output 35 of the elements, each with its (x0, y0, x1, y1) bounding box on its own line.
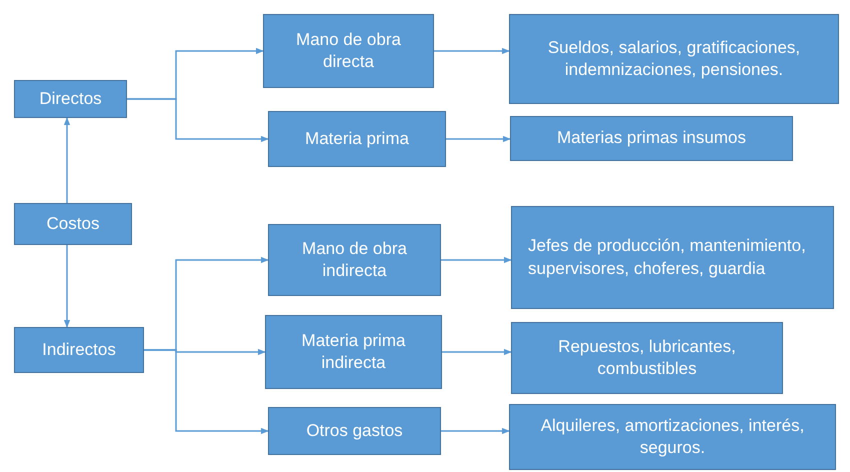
process-box (14, 203, 132, 245)
arrow (127, 98, 269, 142)
box-label: Materia prima (305, 128, 409, 150)
box-label: Jefes de producción, mantenimiento, supervisores, choferes, guardia (528, 235, 807, 280)
process-box (268, 407, 441, 455)
box-label: Indirectos (42, 338, 116, 361)
arrow (64, 117, 70, 203)
box-label: Directos (39, 88, 102, 110)
box-label: Costos (46, 212, 100, 235)
arrow (441, 428, 510, 434)
process-box (509, 14, 839, 104)
box-label: Mano de obra indirecta (301, 238, 408, 282)
box-label: Alquileres, amortizaciones, interés, seguros. (540, 414, 806, 459)
process-box (511, 322, 783, 394)
arrow (442, 348, 512, 356)
box-label: Materia prima indirecta (300, 330, 406, 374)
arrow (64, 245, 70, 328)
arrow (441, 256, 512, 264)
process-box (268, 224, 441, 296)
arrow (434, 48, 510, 54)
process-box (14, 80, 127, 118)
box-label: Otros gastos (306, 420, 403, 442)
process-box (265, 315, 442, 389)
box-label: Mano de obra directa (295, 28, 402, 73)
arrow (144, 349, 269, 434)
box-label: Sueldos, salarios, gratificaciones, indemnizaciones, pensiones. (546, 36, 802, 81)
process-box (510, 116, 793, 161)
box-label: Materias primas insumos (557, 127, 746, 150)
box-label: Repuestos, lubricantes, combustibles (557, 336, 737, 380)
process-box (511, 206, 834, 309)
process-box (509, 404, 836, 470)
arrow (446, 136, 511, 142)
process-box (268, 111, 446, 167)
process-box (263, 14, 434, 88)
process-box (14, 327, 144, 373)
